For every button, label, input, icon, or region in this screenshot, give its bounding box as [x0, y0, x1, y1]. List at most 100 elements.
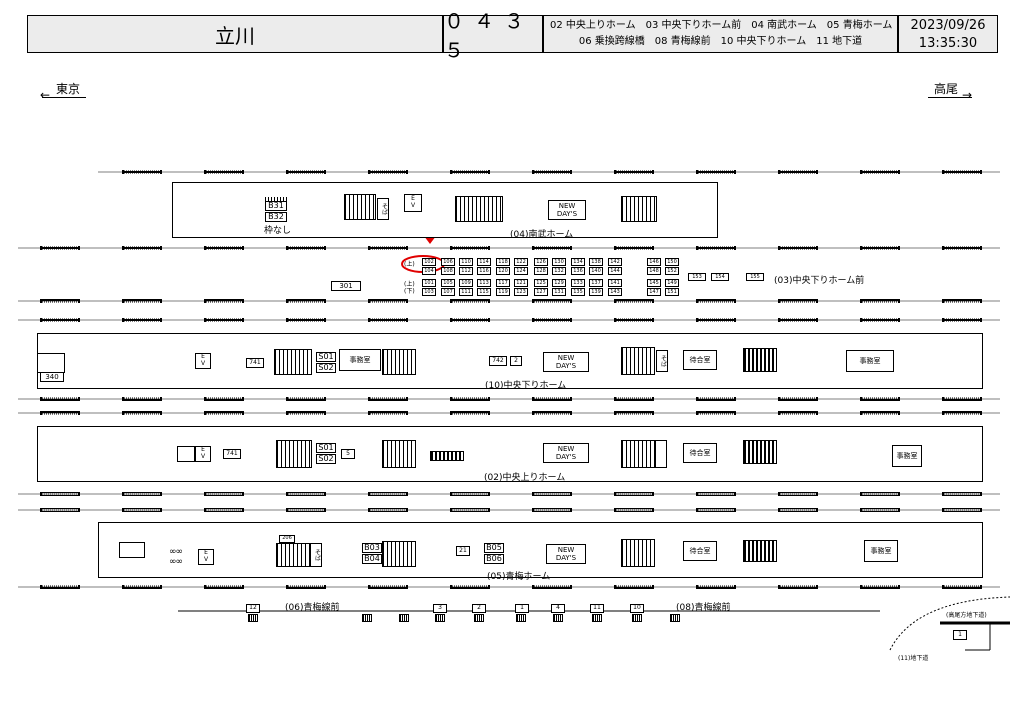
- newdays-shop[interactable]: NEW DAY'S: [546, 544, 586, 564]
- box-301[interactable]: 301: [331, 281, 361, 291]
- car-position-cell[interactable]: 124: [514, 267, 528, 275]
- car-position-cell[interactable]: 117: [496, 279, 510, 287]
- car-position-cell[interactable]: 118: [496, 258, 510, 266]
- elevator-box[interactable]: E V: [195, 446, 211, 462]
- car-position-cell[interactable]: 152: [665, 267, 679, 275]
- car-position-cell[interactable]: 147: [647, 288, 661, 296]
- car-position-cell[interactable]: 140: [589, 267, 603, 275]
- date: 2023/09/26: [910, 18, 986, 33]
- car-position-cell[interactable]: 151: [665, 288, 679, 296]
- note-label: 枠なし: [264, 226, 292, 236]
- car-position-cell[interactable]: 131: [552, 288, 566, 296]
- car-position-cell[interactable]: 112: [459, 267, 473, 275]
- box-21[interactable]: 21: [456, 546, 470, 556]
- box-s01[interactable]: S01: [316, 443, 336, 453]
- car-position-cell[interactable]: 143: [608, 288, 622, 296]
- stair-icon: [382, 541, 416, 567]
- car-position-cell[interactable]: 116: [477, 267, 491, 275]
- newdays-shop[interactable]: NEW DAY'S: [548, 200, 586, 220]
- stair-down-icon: [362, 614, 372, 622]
- bridge-box[interactable]: 2: [472, 604, 486, 613]
- platform-label-ome: (05)青梅ホーム: [487, 572, 551, 582]
- car-position-cell[interactable]: 107: [441, 288, 455, 296]
- car-position-cell[interactable]: 145: [647, 279, 661, 287]
- box-b06[interactable]: B06: [484, 554, 504, 564]
- bridge-box[interactable]: 12: [246, 604, 260, 613]
- car-position-cell[interactable]: 136: [571, 267, 585, 275]
- car-position-cell[interactable]: 120: [496, 267, 510, 275]
- car-position-cell[interactable]: 144: [608, 267, 622, 275]
- car-position-cell[interactable]: 103: [422, 288, 436, 296]
- car-position-cell[interactable]: 139: [589, 288, 603, 296]
- box-b32[interactable]: B32: [265, 212, 287, 222]
- bridge-box[interactable]: 3: [433, 604, 447, 613]
- car-position-cell[interactable]: 121: [514, 279, 528, 287]
- platform-label-chuo-down-front: (03)中央下りホーム前: [774, 276, 865, 286]
- car-position-cell[interactable]: 110: [459, 258, 473, 266]
- car-position-cell[interactable]: 150: [665, 258, 679, 266]
- direction-left-label: 東京: [42, 82, 87, 98]
- stair-icon: [382, 440, 416, 468]
- car-position-cell[interactable]: 146: [647, 258, 661, 266]
- box-206[interactable]: 206: [279, 535, 295, 543]
- car-position-cell[interactable]: 122: [514, 258, 528, 266]
- underground-box-1[interactable]: 1: [953, 630, 967, 640]
- box-154[interactable]: 154: [711, 273, 729, 281]
- bridge-box[interactable]: 10: [630, 604, 644, 613]
- bridge-box[interactable]: 1: [515, 604, 529, 613]
- car-position-cell[interactable]: 106: [441, 258, 455, 266]
- box-340[interactable]: 340: [40, 372, 64, 382]
- bridge-box[interactable]: 4: [551, 604, 565, 613]
- newdays-shop[interactable]: NEW DAY'S: [543, 352, 589, 372]
- car-position-cell[interactable]: 138: [589, 258, 603, 266]
- car-position-cell[interactable]: 113: [477, 279, 491, 287]
- car-position-cell[interactable]: 114: [477, 258, 491, 266]
- box-b05[interactable]: B05: [484, 543, 504, 553]
- box-s02[interactable]: S02: [316, 363, 336, 373]
- box-741[interactable]: 741: [246, 358, 264, 368]
- car-position-cell[interactable]: 128: [534, 267, 548, 275]
- car-position-cell[interactable]: 111: [459, 288, 473, 296]
- car-position-cell[interactable]: 127: [534, 288, 548, 296]
- stair-down-icon: [670, 614, 680, 622]
- box-742[interactable]: 742: [489, 356, 507, 366]
- car-position-cell[interactable]: 125: [534, 279, 548, 287]
- car-position-cell[interactable]: 137: [589, 279, 603, 287]
- car-position-cell[interactable]: 105: [441, 279, 455, 287]
- car-position-cell[interactable]: 149: [665, 279, 679, 287]
- car-position-cell[interactable]: 133: [571, 279, 585, 287]
- car-position-cell[interactable]: 135: [571, 288, 585, 296]
- car-position-cell[interactable]: 119: [496, 288, 510, 296]
- bridge-box[interactable]: 11: [590, 604, 604, 613]
- box-153[interactable]: 153: [688, 273, 706, 281]
- box-b04[interactable]: B04: [362, 554, 382, 564]
- newdays-shop[interactable]: NEW DAY'S: [543, 443, 589, 463]
- car-position-cell[interactable]: 108: [441, 267, 455, 275]
- car-position-cell[interactable]: 132: [552, 267, 566, 275]
- box-2[interactable]: 2: [510, 356, 522, 366]
- car-position-cell[interactable]: 104: [422, 267, 436, 275]
- car-position-cell[interactable]: 109: [459, 279, 473, 287]
- car-position-cell[interactable]: 101: [422, 279, 436, 287]
- box-5[interactable]: 5: [341, 449, 355, 459]
- car-position-cell[interactable]: 141: [608, 279, 622, 287]
- elevator-box[interactable]: E V: [195, 353, 211, 369]
- car-position-cell[interactable]: 123: [514, 288, 528, 296]
- car-position-cell[interactable]: 126: [534, 258, 548, 266]
- car-position-cell[interactable]: 130: [552, 258, 566, 266]
- box-741[interactable]: 741: [223, 449, 241, 459]
- bridge-label-right: (08)青梅線前: [676, 603, 731, 613]
- box-155[interactable]: 155: [746, 273, 764, 281]
- car-position-cell[interactable]: 142: [608, 258, 622, 266]
- car-position-cell[interactable]: 148: [647, 267, 661, 275]
- box-b03[interactable]: B03: [362, 543, 382, 553]
- car-position-cell[interactable]: 129: [552, 279, 566, 287]
- box-s01[interactable]: S01: [316, 352, 336, 362]
- box-s02[interactable]: S02: [316, 454, 336, 464]
- box-b31[interactable]: B31: [265, 201, 287, 211]
- elevator-box[interactable]: E V: [404, 194, 422, 212]
- car-position-cell[interactable]: 134: [571, 258, 585, 266]
- elevator-box[interactable]: E V: [198, 549, 214, 565]
- car-position-cell[interactable]: 102: [422, 258, 436, 266]
- car-position-cell[interactable]: 115: [477, 288, 491, 296]
